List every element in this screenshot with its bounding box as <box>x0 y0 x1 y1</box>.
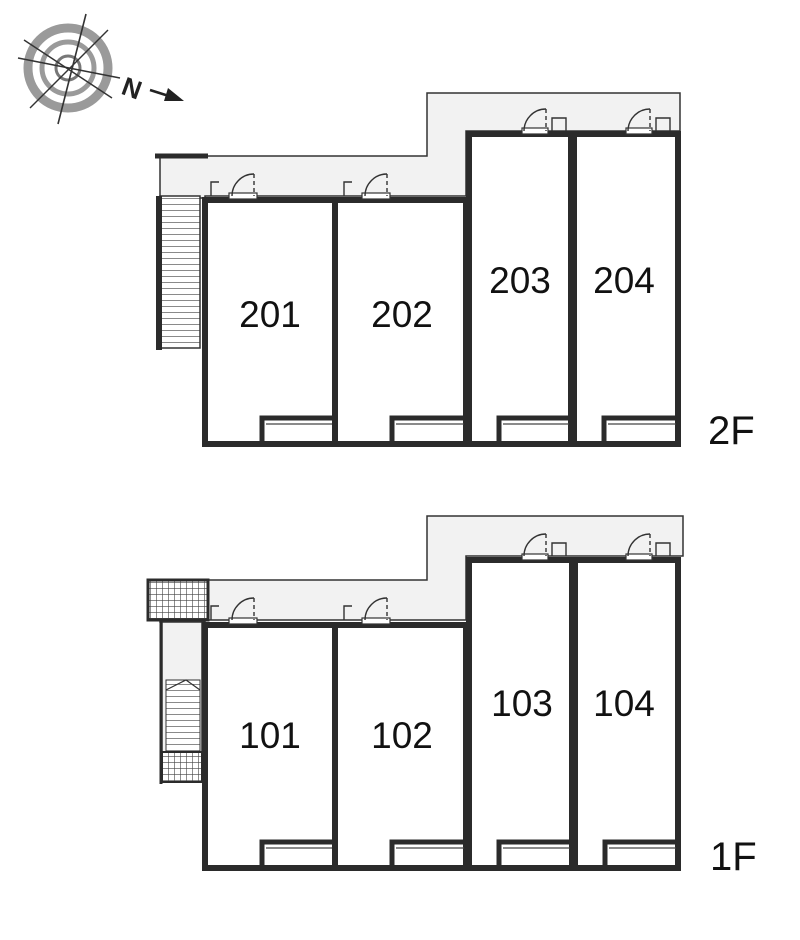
unit-number: 102 <box>371 715 433 756</box>
unit-number: 104 <box>593 683 655 724</box>
north-label: N <box>118 71 146 106</box>
unit-204 <box>571 127 681 447</box>
unit-101 <box>202 617 338 871</box>
unit-number: 201 <box>239 294 301 335</box>
north-arrow-icon <box>149 88 184 101</box>
unit-103 <box>466 553 575 871</box>
floor-1f-plan: 101 102 103 104 1F <box>146 515 757 879</box>
compass: N <box>17 13 184 125</box>
compass-rose-icon <box>17 13 121 125</box>
unit-number: 101 <box>239 715 301 756</box>
unit-number: 203 <box>489 260 551 301</box>
unit-104 <box>572 553 681 871</box>
unit-number: 204 <box>593 260 655 301</box>
unit-number: 103 <box>491 683 553 724</box>
floor-label: 1F <box>710 835 757 879</box>
floor-2f-plan: 201 202 203 204 2F <box>155 92 755 453</box>
door-swings <box>210 533 671 621</box>
door-swings <box>210 108 671 197</box>
unit-number: 202 <box>371 294 433 335</box>
staircase <box>156 195 201 350</box>
floor-label: 2F <box>708 409 755 453</box>
staircase <box>146 578 210 784</box>
